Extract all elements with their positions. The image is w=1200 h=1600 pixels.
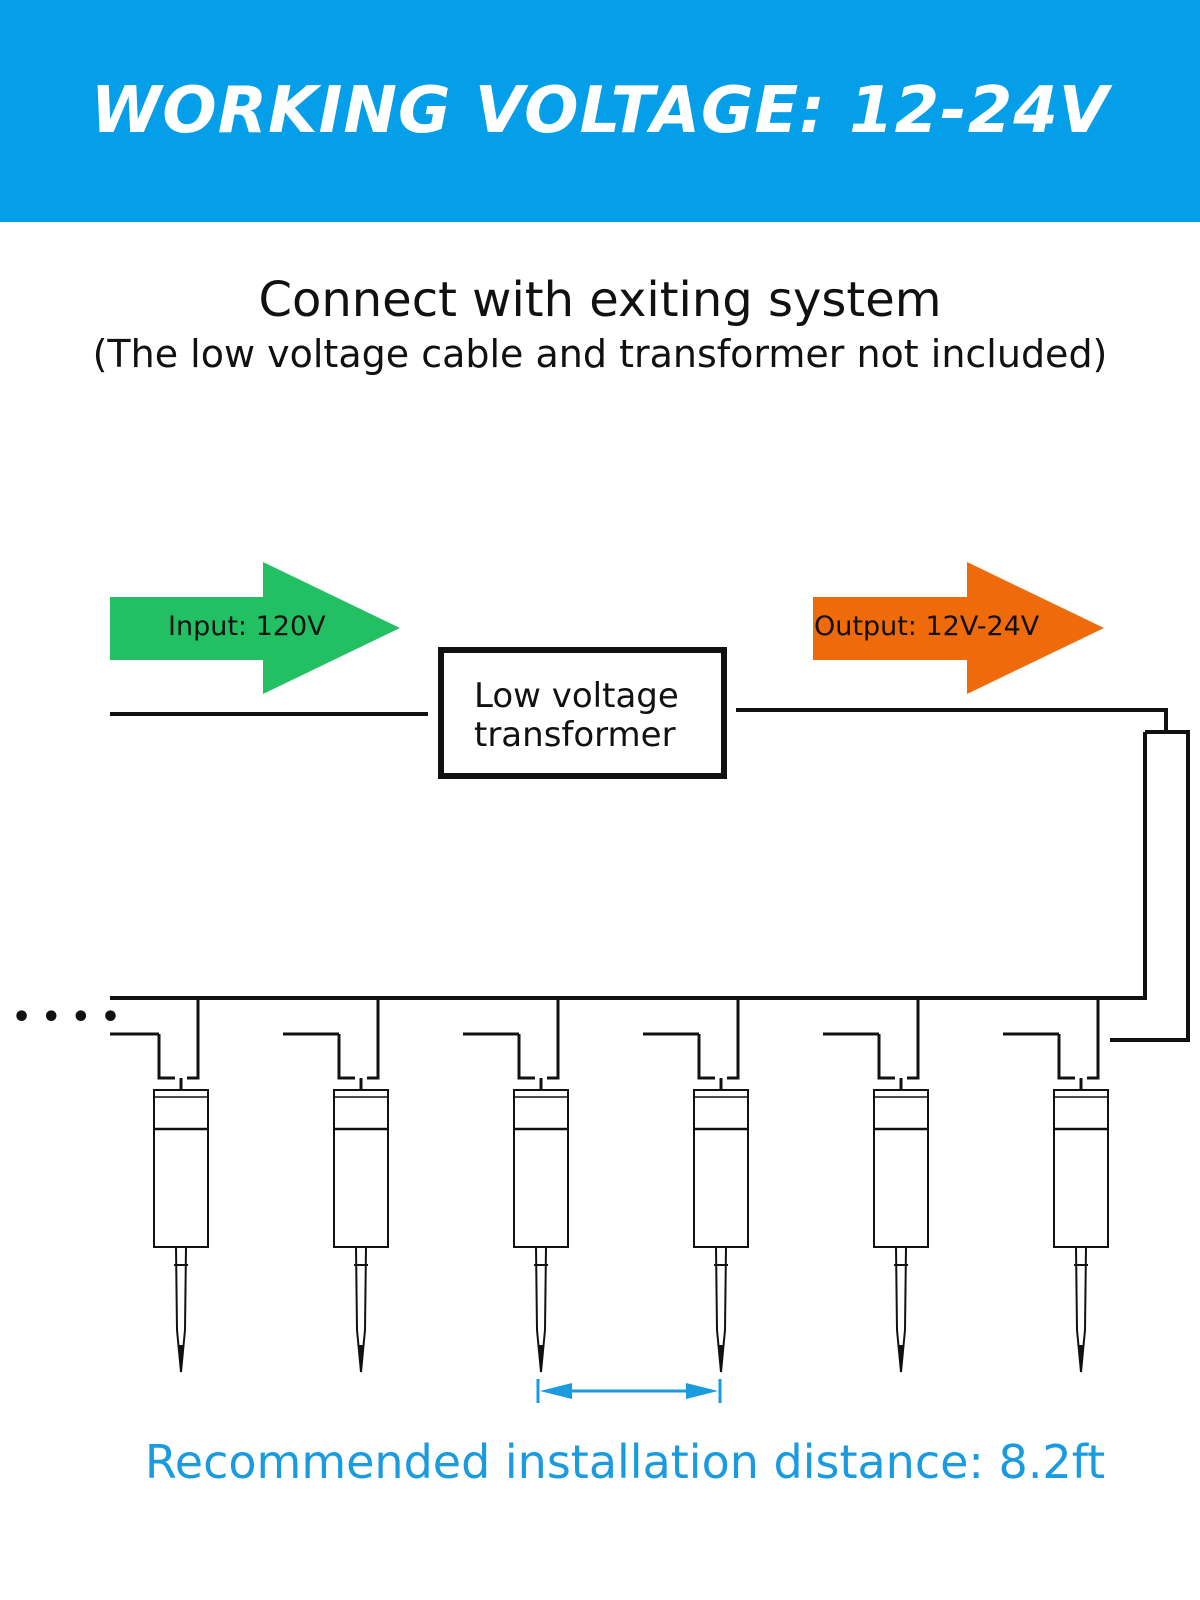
light-body bbox=[153, 1089, 209, 1248]
stake-lights bbox=[110, 998, 1109, 1373]
stake-tip bbox=[719, 1345, 723, 1372]
stake-tip bbox=[899, 1345, 903, 1372]
diagram-subheading: (The low voltage cable and transformer n… bbox=[92, 332, 1108, 376]
stake-spike bbox=[534, 1246, 548, 1373]
light-body bbox=[693, 1089, 749, 1248]
stake-light-icon bbox=[463, 998, 569, 1373]
lead-wire bbox=[337, 1034, 355, 1080]
stake-spike bbox=[894, 1246, 908, 1373]
light-body bbox=[513, 1089, 569, 1248]
stake-tip bbox=[1079, 1345, 1083, 1372]
stake-spike bbox=[1074, 1246, 1088, 1373]
stake-light-icon bbox=[823, 998, 929, 1373]
lead-wire bbox=[547, 998, 560, 1080]
light-body bbox=[1053, 1089, 1109, 1248]
input-label: Input: 120V bbox=[168, 611, 326, 642]
stake-spike bbox=[714, 1246, 728, 1373]
output-arrow-icon: Output: 12V-24V bbox=[813, 562, 1104, 694]
page-title: WORKING VOLTAGE: 12-24V bbox=[90, 74, 1110, 148]
lead-wire bbox=[187, 998, 200, 1080]
header-banner: WORKING VOLTAGE: 12-24V bbox=[0, 0, 1200, 222]
stake-light-icon bbox=[643, 998, 749, 1373]
transformer-label-line2: transformer bbox=[474, 715, 676, 755]
stake-tip bbox=[359, 1345, 363, 1372]
output-label: Output: 12V-24V bbox=[814, 611, 1040, 642]
input-arrow-icon: Input: 120V bbox=[110, 562, 400, 694]
transformer-label-line1: Low voltage bbox=[474, 676, 679, 716]
lead-wire bbox=[1057, 1034, 1075, 1080]
light-body bbox=[333, 1089, 389, 1248]
stake-spike bbox=[354, 1246, 368, 1373]
lead-wire bbox=[517, 1034, 535, 1080]
lead-wire bbox=[157, 1034, 175, 1080]
lead-wire bbox=[877, 1034, 895, 1080]
output-wire bbox=[110, 708, 1190, 1042]
stake-light-icon bbox=[283, 998, 389, 1373]
double-arrow-icon bbox=[536, 1379, 722, 1403]
continuation-dots: • • • • bbox=[12, 1000, 120, 1035]
transformer-box: Low voltage transformer bbox=[438, 647, 727, 779]
stake-tip bbox=[179, 1345, 183, 1372]
lead-wire bbox=[697, 1034, 715, 1080]
stake-light-icon bbox=[110, 998, 209, 1373]
lead-wire bbox=[727, 998, 740, 1080]
lead-wire bbox=[907, 998, 920, 1080]
lead-wire bbox=[1087, 998, 1100, 1080]
stake-spike bbox=[174, 1246, 188, 1373]
lead-wire bbox=[367, 998, 380, 1080]
diagram-heading: Connect with exiting system bbox=[258, 272, 942, 328]
light-body bbox=[873, 1089, 929, 1248]
installation-distance-note: Recommended installation distance: 8.2ft bbox=[144, 1435, 1106, 1489]
stake-tip bbox=[539, 1345, 543, 1372]
stake-light-icon bbox=[1003, 998, 1109, 1373]
